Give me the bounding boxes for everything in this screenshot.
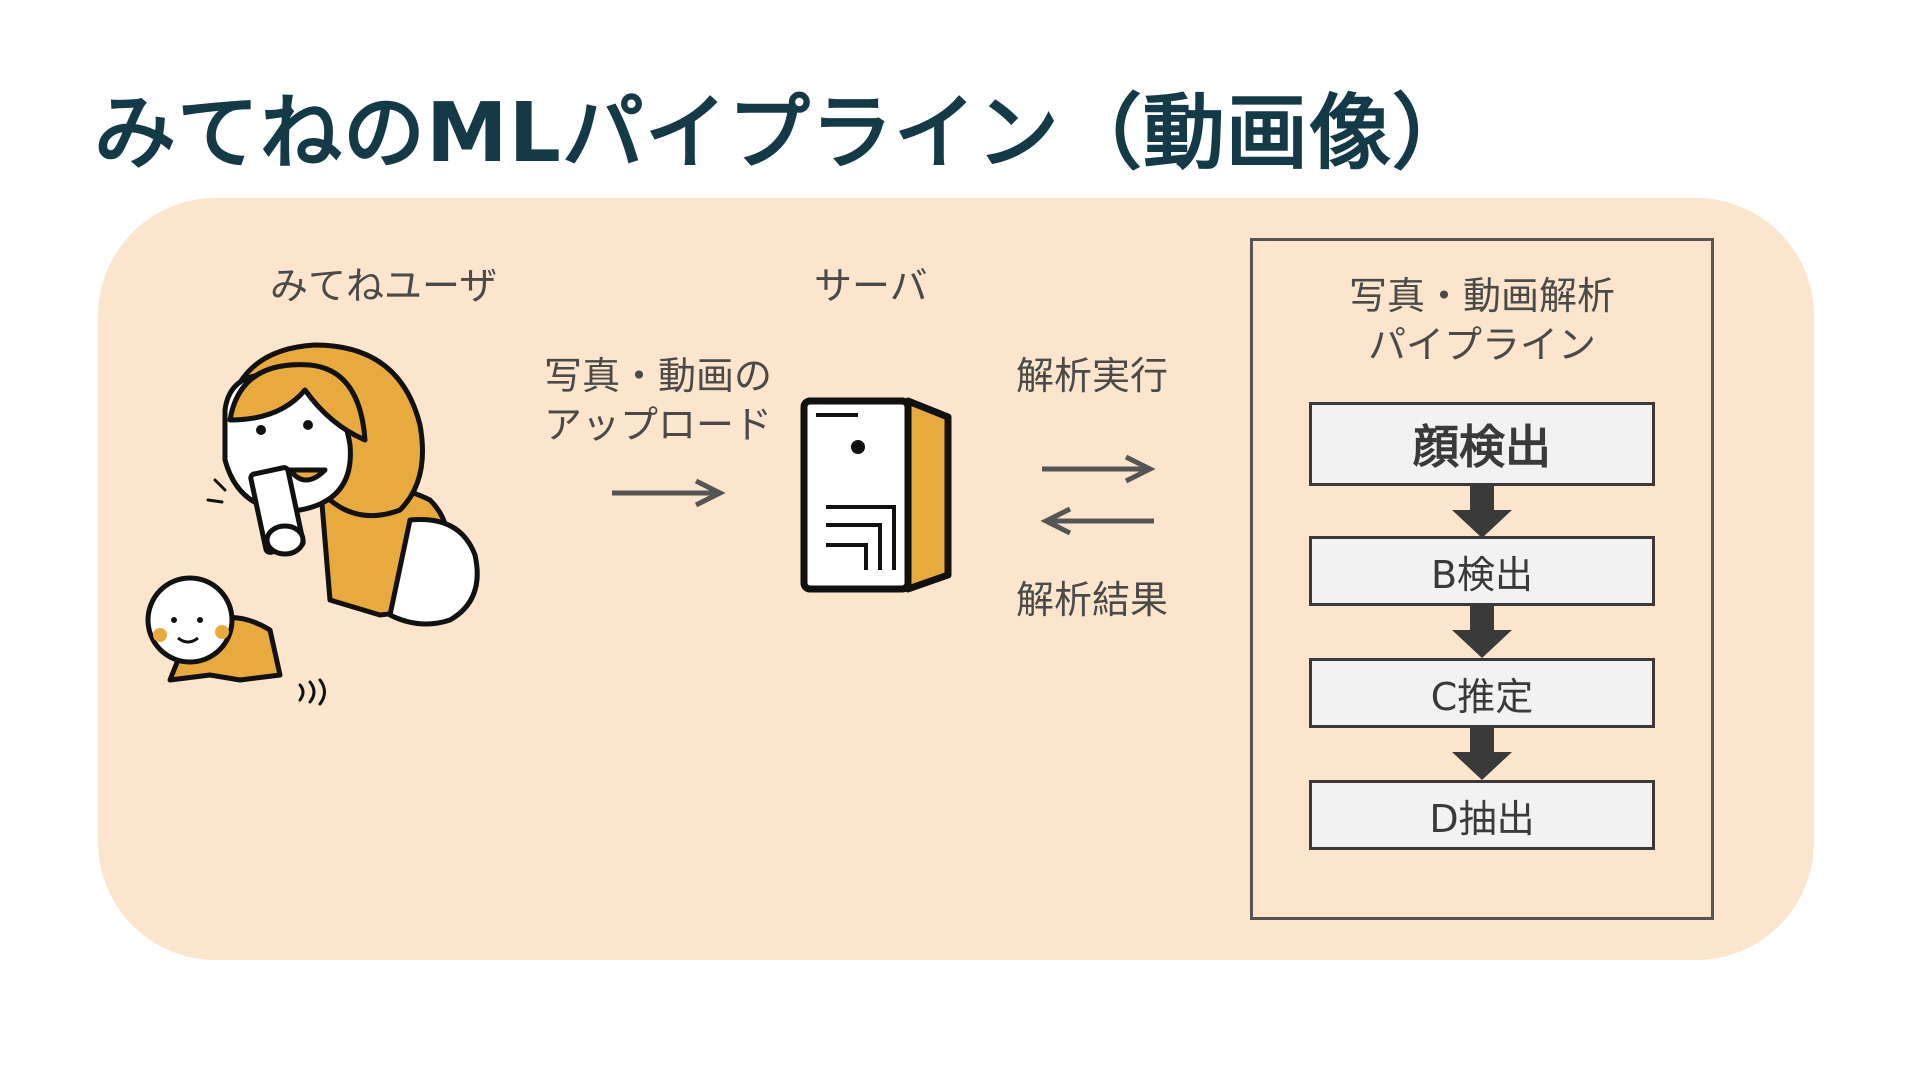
result-arrow-icon [1040,506,1154,536]
server-icon [800,397,952,593]
upload-arrow-icon [612,478,726,508]
down-arrow-icon [1452,728,1512,780]
pipeline-title-line1: 写真・動画解析 [1348,274,1615,318]
pipeline-step: D抽出 [1309,780,1655,850]
down-arrow-icon [1452,606,1512,658]
pipeline-step: C推定 [1309,658,1655,728]
user-illustration [145,342,480,706]
upload-label-line1: 写真・動画の [543,354,772,398]
exec-label: 解析実行 [1016,354,1169,398]
pipeline-title: 写真・動画解析 パイプライン [1250,272,1714,369]
server-label: サーバ [814,264,928,308]
user-label: みてねユーザ [270,264,498,308]
upload-label: 写真・動画の アップロード [528,352,788,451]
pipeline-step: B検出 [1309,536,1655,606]
pipeline-title-line2: パイプライン [1367,322,1596,367]
pipeline-box [1250,238,1714,920]
result-label: 解析結果 [1016,578,1169,622]
page-title: みてねのMLパイプライン（動画像） [94,86,1475,181]
exec-arrow-icon [1042,454,1156,484]
down-arrow-icon [1452,486,1512,538]
pipeline-step: 顔検出 [1309,402,1655,486]
upload-label-line2: アップロード [543,403,772,448]
